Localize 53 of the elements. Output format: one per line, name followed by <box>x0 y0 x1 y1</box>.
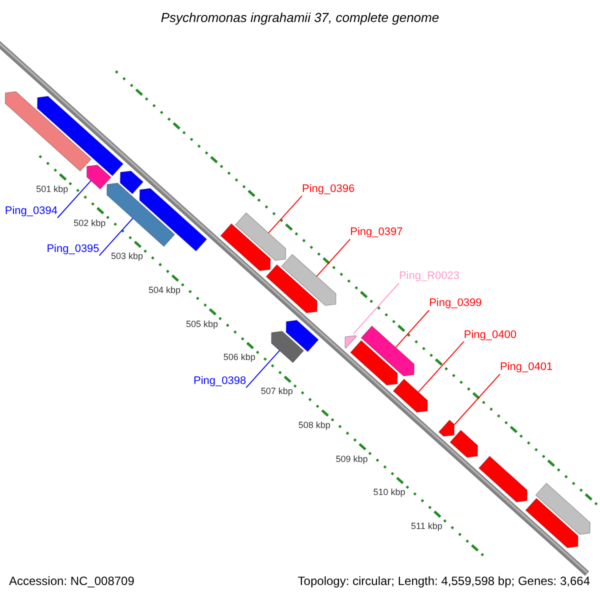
gene-block <box>234 212 286 261</box>
tick-label: 510 kbp <box>372 486 406 500</box>
gene-label: Ping_0394 <box>4 204 58 218</box>
gene-label: Ping_0399 <box>429 297 482 310</box>
gene-block <box>350 340 398 386</box>
gene-block <box>525 498 578 548</box>
tick-label: 507 kbp <box>260 385 294 398</box>
gene-block <box>36 96 124 176</box>
footer-text: Accession: NC_008709 <box>9 575 134 588</box>
leader-line <box>454 374 500 426</box>
tick-label: 509 kbp <box>334 452 369 466</box>
gene-block <box>120 170 144 194</box>
gene-block <box>220 223 271 272</box>
tick-label: 501 kbp <box>35 182 70 196</box>
gene-label: Ping_0395 <box>46 242 100 256</box>
tick-label: 506 kbp <box>222 351 256 364</box>
gene-block <box>106 182 176 247</box>
gene-block <box>478 456 528 502</box>
leader-line <box>98 218 134 256</box>
gene-label: Ping_0398 <box>194 374 246 388</box>
gene-block <box>281 254 336 306</box>
gene-block <box>344 335 358 349</box>
leader-line <box>352 282 400 334</box>
gene-label: Ping_0396 <box>302 182 355 196</box>
gene-block <box>392 378 428 413</box>
gene-block <box>139 188 208 252</box>
gene-block <box>535 482 590 535</box>
gene-block <box>438 420 455 437</box>
leader-line <box>57 180 92 218</box>
leader-line <box>316 238 351 277</box>
gene-block <box>286 320 319 352</box>
gene-block <box>266 264 318 314</box>
tick-label: 502 kbp <box>72 216 107 230</box>
gene-label: Ping_0397 <box>350 226 403 240</box>
diagram-title: Psychromonas ingrahamii 37, complete genome <box>160 11 440 24</box>
tick-label: 511 kbp <box>410 520 444 534</box>
tick-label: 504 kbp <box>147 284 182 297</box>
gene-block <box>360 325 415 376</box>
leader-line <box>418 341 464 393</box>
footer-text: Topology: circular; Length: 4,559,598 bp; Genes: 3,664 <box>298 575 590 588</box>
tick-label: 508 kbp <box>297 418 332 432</box>
gene-label: Ping_R0023 <box>398 270 460 284</box>
gene-block <box>450 430 478 458</box>
gene-block <box>86 164 112 190</box>
gene-block <box>271 330 304 364</box>
leader-line <box>395 310 430 348</box>
gene-label: Ping_0401 <box>500 361 553 374</box>
tick-label: 505 kbp <box>184 318 219 331</box>
gene-block <box>4 91 92 172</box>
tick-label: 503 kbp <box>110 250 144 264</box>
leader-line <box>246 350 280 388</box>
leader-line <box>268 195 302 234</box>
gene-label: Ping_0400 <box>464 328 516 342</box>
